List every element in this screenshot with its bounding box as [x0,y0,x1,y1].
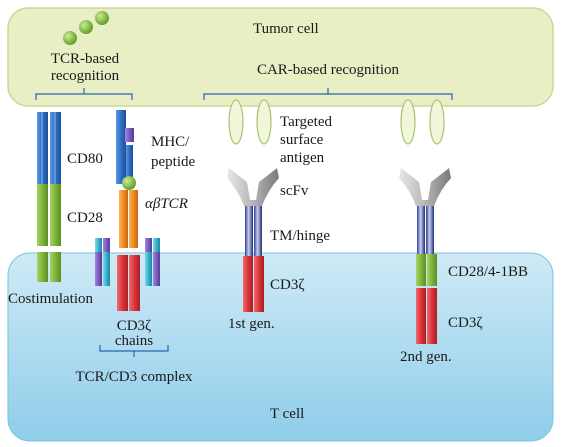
tcr-cd3-complex-label: TCR/CD3 complex [75,369,193,385]
peptide-ball [122,176,136,190]
car2-costim [416,254,437,286]
costimulation-receptor [37,112,61,282]
targeted-label-1: Targeted [280,114,332,130]
targeted-label-2: surface [280,132,324,148]
tumor-cell-region [7,7,554,107]
first-gen-label: 1st gen. [228,316,275,332]
cd3-side-chains-right [145,238,160,286]
cd28-41bb-label: CD28/4-1BB [448,264,528,280]
cd3-zeta-chains [117,255,140,311]
car2-scfv [399,168,451,206]
cd3z-chains-label-2: chains [115,333,153,349]
tcr-bracket [35,88,133,100]
car-bracket [203,88,453,100]
antigen-balls [63,11,109,45]
car1-cd3z [243,256,264,312]
t-cell-label: T cell [270,406,304,422]
tumor-cell-label: Tumor cell [253,21,319,37]
targeted-label-3: antigen [280,150,325,166]
scfv-label: scFv [280,183,309,199]
cd3z-car2-label: CD3ζ [448,315,483,331]
car1-scfv [227,168,279,206]
mhc-label-2: peptide [151,154,195,170]
car1-antigen [228,99,272,145]
car2-antigen [400,99,445,145]
ab-tcr [119,190,138,248]
tcr-based-label-1: TCR-based [51,51,120,67]
mhc-peptide [116,110,134,184]
cd3z-car1-label: CD3ζ [270,277,305,293]
tcr-cd3-bracket [99,345,169,357]
mhc-label-1: MHC/ [151,134,190,150]
cd3z-chains-label-1: CD3ζ [117,318,152,334]
car-based-label: CAR-based recognition [257,62,400,78]
car2-tm-hinge [417,206,434,254]
second-gen-label: 2nd gen. [400,349,452,365]
ab-tcr-label: αβTCR [145,196,188,212]
tm-hinge-label: TM/hinge [270,228,330,244]
cd80-label: CD80 [67,151,103,167]
cd28-label: CD28 [67,210,103,226]
costimulation-label: Costimulation [8,291,94,307]
cd3-side-chains-left [95,238,110,286]
car1-tm-hinge [245,206,262,256]
car2-cd3z [416,288,437,344]
tcr-based-label-2: recognition [51,68,120,84]
